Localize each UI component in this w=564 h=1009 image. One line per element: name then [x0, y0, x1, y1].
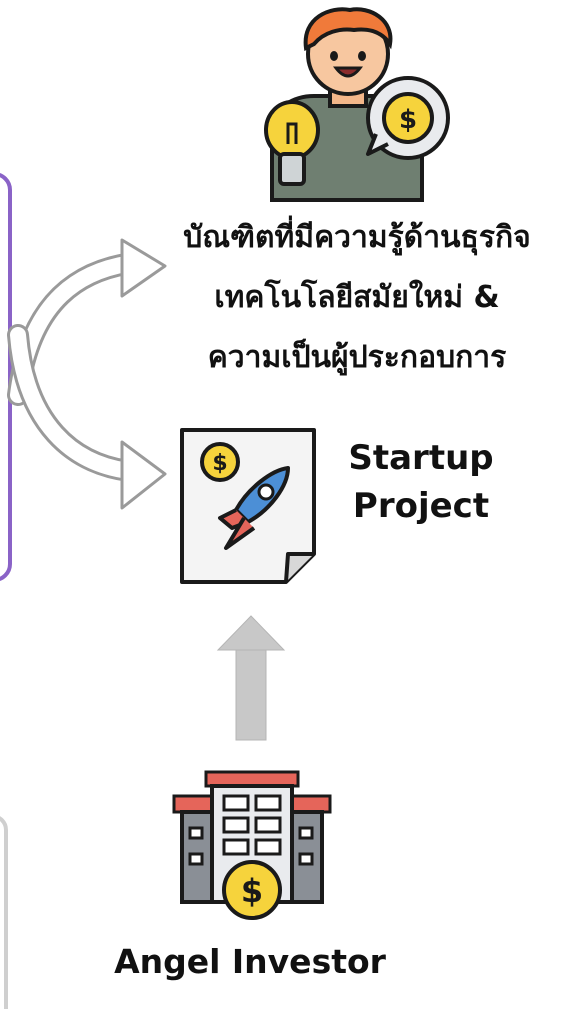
bank-building-icon: $	[172, 770, 332, 920]
angel-investor-label: Angel Investor	[114, 942, 386, 981]
svg-text:$: $	[399, 105, 417, 135]
startup-project-label: Startup Project	[326, 434, 516, 530]
startup-line-1: Startup	[348, 438, 494, 478]
person-with-idea-icon: $	[264, 7, 450, 202]
svg-text:$: $	[212, 451, 227, 476]
graduate-line-2: เทคโนโลยีสมัยใหม่ &	[214, 280, 500, 315]
up-arrow	[216, 615, 286, 741]
svg-text:$: $	[241, 872, 263, 910]
graduate-line-3: ความเป็นผู้ประกอบการ	[207, 340, 507, 375]
rocket-document-icon: $	[180, 428, 316, 584]
arrowhead-upper	[120, 238, 167, 298]
graduate-description: บัณฑิตที่มีความรู้ด้านธุรกิจ เทคโนโลยีสม…	[150, 208, 564, 388]
startup-line-2: Project	[352, 486, 490, 526]
graduate-line-1: บัณฑิตที่มีความรู้ด้านธุรกิจ	[183, 220, 531, 255]
arrowhead-lower	[120, 440, 167, 510]
